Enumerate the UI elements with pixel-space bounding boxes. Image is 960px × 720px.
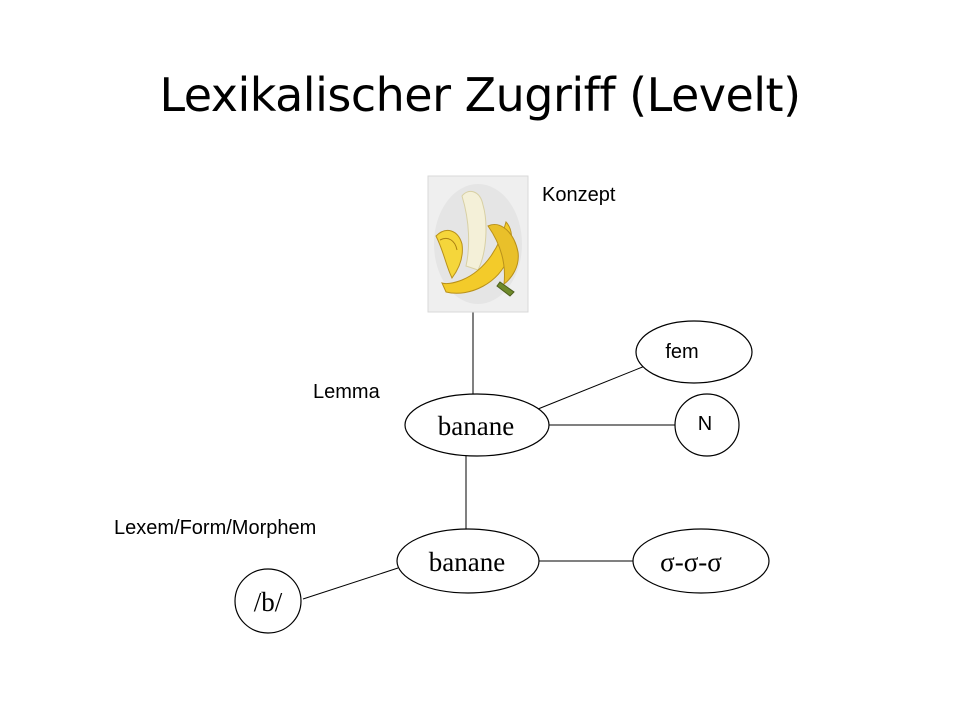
gender-node bbox=[635, 320, 753, 384]
phoneme-node-label: /b/ bbox=[254, 587, 283, 617]
phoneme-node bbox=[234, 568, 302, 634]
level-label-lemma: Lemma bbox=[313, 381, 381, 403]
lemma-node-label: banane bbox=[438, 411, 514, 441]
level-label-concept: Konzept bbox=[542, 184, 616, 206]
banana-image bbox=[427, 175, 529, 313]
slide-title: Lexikalischer Zugriff (Levelt) bbox=[159, 68, 801, 122]
category-node-label: N bbox=[698, 413, 712, 435]
level-label-lexeme: Lexem/Form/Morphem bbox=[114, 517, 316, 539]
lexeme-node-label: banane bbox=[429, 547, 505, 577]
category-node bbox=[674, 393, 740, 457]
edge-lemma-fem bbox=[537, 365, 646, 410]
edge-lexeme-phoneme bbox=[302, 567, 399, 600]
syllable-node-label: σ-σ-σ bbox=[660, 547, 722, 577]
lemma-node bbox=[404, 393, 550, 457]
syllable-node bbox=[632, 528, 770, 594]
lexeme-node bbox=[396, 528, 540, 594]
gender-node-label: fem bbox=[665, 341, 698, 363]
